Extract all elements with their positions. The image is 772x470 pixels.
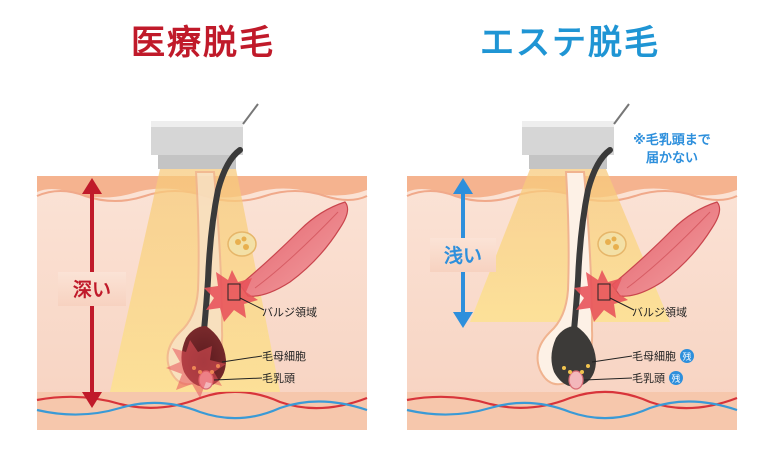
left-bulge-burst	[204, 270, 258, 322]
right-sebaceous-gland	[597, 231, 627, 257]
left-matrix-label: 毛母細胞	[262, 350, 306, 363]
left-light-beam	[110, 169, 280, 392]
right-matrix-badge-text: 残	[682, 351, 691, 363]
left-arrector-muscle	[239, 201, 349, 297]
left-papilla-label: 毛乳頭	[262, 372, 295, 385]
right-note-line2: 届かない	[646, 151, 698, 166]
left-laser-device	[151, 103, 259, 169]
right-papilla-label: 毛乳頭	[632, 372, 665, 385]
right-papilla-badge	[669, 371, 683, 385]
left-bulge-label: バルジ領域	[262, 305, 317, 319]
right-bulge-label: バルジ領域	[632, 305, 687, 319]
right-depth-label: 浅い	[444, 244, 482, 267]
right-matrix-label: 毛母細胞	[632, 350, 676, 363]
right-papilla-badge-text: 残	[671, 373, 680, 385]
right-bulge-burst	[574, 270, 628, 322]
title-medical-hair-removal: 医療脱毛	[131, 23, 275, 63]
right-note-line1: ※毛乳頭まで	[633, 132, 711, 148]
right-arrector-muscle	[611, 201, 721, 297]
right-matrix-badge	[680, 349, 694, 363]
title-esthetic-hair-removal: エステ脱毛	[480, 23, 660, 63]
left-sebaceous-gland	[227, 231, 257, 257]
left-bulb-burst	[166, 340, 226, 398]
left-depth-label: 深い	[73, 278, 111, 301]
right-light-device	[522, 103, 630, 169]
